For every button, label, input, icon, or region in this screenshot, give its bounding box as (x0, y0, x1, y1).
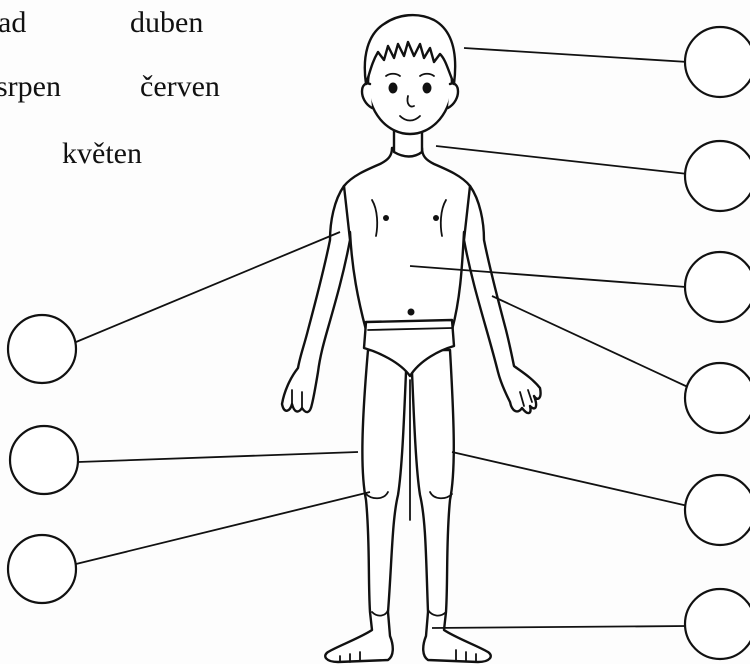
answer-circle-left-3[interactable] (8, 535, 76, 603)
answer-circle-right-5[interactable] (685, 475, 750, 545)
line-neck (436, 146, 688, 174)
legs (325, 350, 491, 662)
line-shoulder (76, 232, 340, 342)
answer-circle-left-1[interactable] (8, 315, 76, 383)
line-thigh-l (78, 452, 358, 462)
line-ankle (432, 626, 688, 628)
line-hair (464, 48, 688, 62)
torso (337, 148, 477, 330)
right-arm (464, 186, 541, 413)
answer-circle-right-2[interactable] (685, 141, 750, 211)
line-thigh-r (452, 452, 688, 506)
answer-circle-left-2[interactable] (10, 426, 78, 494)
answer-circle-right-1[interactable] (685, 27, 750, 97)
boy-figure (282, 15, 541, 662)
left-arm (282, 186, 350, 412)
answer-circle-right-4[interactable] (685, 363, 750, 433)
line-knee (76, 492, 370, 564)
answer-circle-right-6[interactable] (685, 589, 750, 659)
answer-circle-right-3[interactable] (685, 252, 750, 322)
